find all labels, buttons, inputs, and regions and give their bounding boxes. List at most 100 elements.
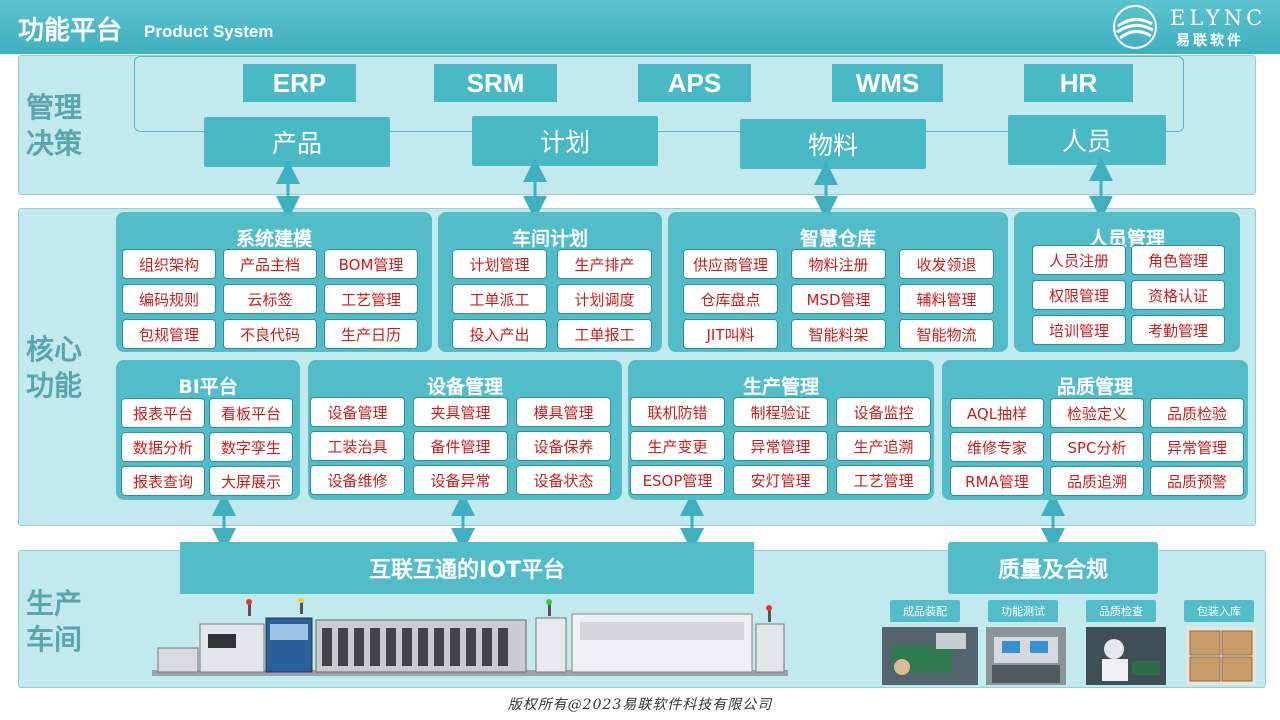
- module-item: 维修专家: [950, 432, 1044, 462]
- module-item: 设备异常: [413, 465, 508, 495]
- page-subtitle: Product System: [144, 22, 274, 41]
- module-item: 数据分析: [121, 432, 205, 462]
- system-srm: SRM: [434, 64, 557, 102]
- module-title: 智慧仓库: [799, 228, 876, 250]
- module-item: 品质预警: [1150, 466, 1244, 496]
- module-item: 资格认证: [1131, 280, 1225, 310]
- module-item: SPC分析: [1050, 432, 1144, 462]
- module-title: BI平台: [178, 376, 238, 398]
- dimension-material: 物料: [740, 119, 926, 169]
- module-item: RMA管理: [950, 466, 1044, 496]
- module-item: 报表平台: [121, 398, 205, 428]
- photo-label-packing: 包装入库: [1184, 600, 1254, 622]
- system-erp: ERP: [243, 64, 356, 102]
- module-title: 系统建模: [235, 228, 312, 250]
- module-item: 组织架构: [122, 249, 216, 279]
- module-item: 生产日历: [324, 319, 418, 349]
- photo-label-assembly: 成品装配: [890, 600, 960, 622]
- module-item: 设备管理: [310, 397, 405, 427]
- module-item: AQL抽样: [950, 398, 1044, 428]
- module-item: 培训管理: [1032, 315, 1126, 345]
- module-title: 车间计划: [511, 228, 588, 250]
- module-item: 产品主档: [223, 249, 317, 279]
- module-item: 计划调度: [557, 284, 652, 314]
- logo-cn-name: 易联软件: [1176, 33, 1244, 49]
- logo-name: ELYNC: [1170, 6, 1267, 30]
- module-item: 生产排产: [557, 249, 652, 279]
- dimension-plan: 计划: [472, 116, 658, 166]
- module-title: 品质管理: [1056, 376, 1133, 398]
- module-item: 模具管理: [516, 397, 611, 427]
- module-item: JIT叫料: [683, 319, 778, 349]
- module-item: 包规管理: [122, 319, 216, 349]
- module-item: 智能料架: [791, 319, 886, 349]
- module-item: 智能物流: [899, 319, 994, 349]
- module-item: 工艺管理: [324, 284, 418, 314]
- module-item: 计划管理: [452, 249, 547, 279]
- band-label-management: 管理 决策: [26, 91, 83, 160]
- module-item: 检验定义: [1050, 398, 1144, 428]
- module-item: 收发领退: [899, 249, 994, 279]
- quality-compliance-bar: 质量及合规: [948, 542, 1158, 594]
- module-item: BOM管理: [324, 249, 418, 279]
- system-hr: HR: [1024, 64, 1133, 102]
- photo-assembly-image: [882, 627, 978, 685]
- header-bar: [0, 0, 1280, 54]
- iot-platform-bar: 互联互通的IOT平台: [180, 542, 754, 594]
- band-label-production: 生产 车间: [26, 587, 83, 656]
- photo-label-quality-check: 品质检查: [1086, 600, 1156, 622]
- module-item: 联机防错: [630, 397, 725, 427]
- module-item: 设备保养: [516, 431, 611, 461]
- module-item: ESOP管理: [630, 465, 725, 495]
- photo-quality-check-image: [1086, 627, 1166, 685]
- module-item: 编码规则: [122, 284, 216, 314]
- system-wms: WMS: [832, 64, 943, 102]
- module-title: 设备管理: [426, 376, 503, 398]
- dimension-product: 产品: [204, 117, 390, 167]
- module-item: 云标签: [223, 284, 317, 314]
- logo-icon: [1113, 5, 1157, 49]
- module-item: 生产变更: [630, 431, 725, 461]
- smt-line-illustration: [152, 598, 788, 676]
- module-item: 不良代码: [223, 319, 317, 349]
- module-item: 人员注册: [1032, 245, 1126, 275]
- module-item: 大屏展示: [209, 466, 293, 496]
- module-item: MSD管理: [791, 284, 886, 314]
- module-item: 仓库盘点: [683, 284, 778, 314]
- system-aps: APS: [638, 64, 751, 102]
- photo-label-function-test: 功能测试: [988, 600, 1058, 622]
- photo-packing-image: [1186, 627, 1256, 685]
- module-item: 异常管理: [1150, 432, 1244, 462]
- module-item: 考勤管理: [1131, 315, 1225, 345]
- module-item: 设备状态: [516, 465, 611, 495]
- module-item: 角色管理: [1131, 245, 1225, 275]
- module-item: 权限管理: [1032, 280, 1126, 310]
- module-item: 生产追溯: [836, 431, 931, 461]
- module-item: 工装治具: [310, 431, 405, 461]
- module-item: 物料注册: [791, 249, 886, 279]
- module-item: 工艺管理: [836, 465, 931, 495]
- module-item: 报表查询: [121, 466, 205, 496]
- module-item: 品质检验: [1150, 398, 1244, 428]
- module-item: 品质追溯: [1050, 466, 1144, 496]
- module-item: 工单派工: [452, 284, 547, 314]
- module-item: 工单报工: [557, 319, 652, 349]
- module-item: 制程验证: [733, 397, 828, 427]
- dimension-personnel: 人员: [1008, 115, 1166, 165]
- module-item: 数字孪生: [209, 432, 293, 462]
- module-item: 备件管理: [413, 431, 508, 461]
- page-title: 功能平台: [18, 16, 123, 46]
- band-label-core: 核心 功能: [26, 333, 83, 402]
- footer-copyright: 版权所有@2023易联软件科技有限公司: [507, 697, 773, 713]
- photo-function-test-image: [986, 627, 1066, 685]
- module-item: 辅料管理: [899, 284, 994, 314]
- module-item: 夹具管理: [413, 397, 508, 427]
- module-title: 生产管理: [742, 376, 819, 398]
- module-item: 投入产出: [452, 319, 547, 349]
- module-title: 人员管理: [1088, 228, 1165, 250]
- module-item: 设备监控: [836, 397, 931, 427]
- module-item: 看板平台: [209, 398, 293, 428]
- module-item: 异常管理: [733, 431, 828, 461]
- module-item: 供应商管理: [683, 249, 778, 279]
